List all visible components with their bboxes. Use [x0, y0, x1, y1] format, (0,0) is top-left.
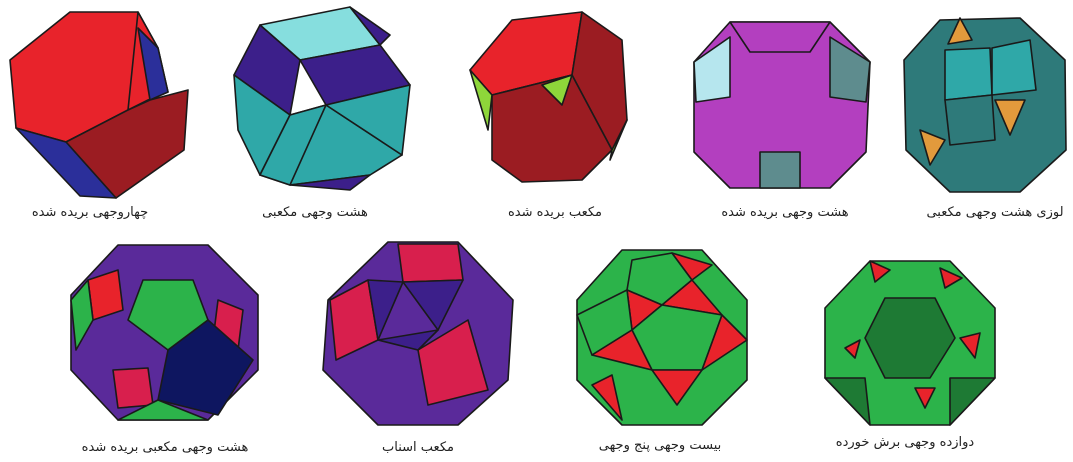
caption-icosidodecahedron: بیست وجهی پنج وجهی — [599, 438, 722, 453]
icosidodecahedron-figure — [572, 245, 752, 430]
caption-rhombicuboctahedron: لوزی هشت وجهی مکعبی — [926, 205, 1063, 220]
truncated-cuboctahedron-figure — [68, 240, 263, 425]
caption-truncated-octahedron-2: هشت وجهی بریده شده — [721, 205, 848, 220]
caption-truncated-cuboctahedron: هشت وجهی مکعبی بریده شده — [82, 440, 249, 455]
cuboctahedron-figure — [230, 5, 415, 195]
truncated-octahedron-2-figure — [690, 12, 880, 192]
truncated-dodecahedron-figure — [820, 258, 1000, 428]
caption-snub-cube: مکعب اسناب — [382, 440, 454, 455]
truncated-octahedron-figure — [8, 10, 198, 200]
caption-cuboctahedron: هشت وجهی مکعبی — [262, 205, 368, 220]
caption-truncated-octahedron: چهاروجهی بریده شده — [32, 205, 148, 220]
caption-truncated-dodecahedron: دوازده وجهی برش خورده — [836, 435, 974, 450]
caption-truncated-cube: مکعب بریده شده — [508, 205, 602, 220]
snub-cube-figure — [318, 240, 518, 430]
truncated-cube-figure — [462, 10, 647, 190]
rhombicuboctahedron-figure — [900, 10, 1070, 195]
